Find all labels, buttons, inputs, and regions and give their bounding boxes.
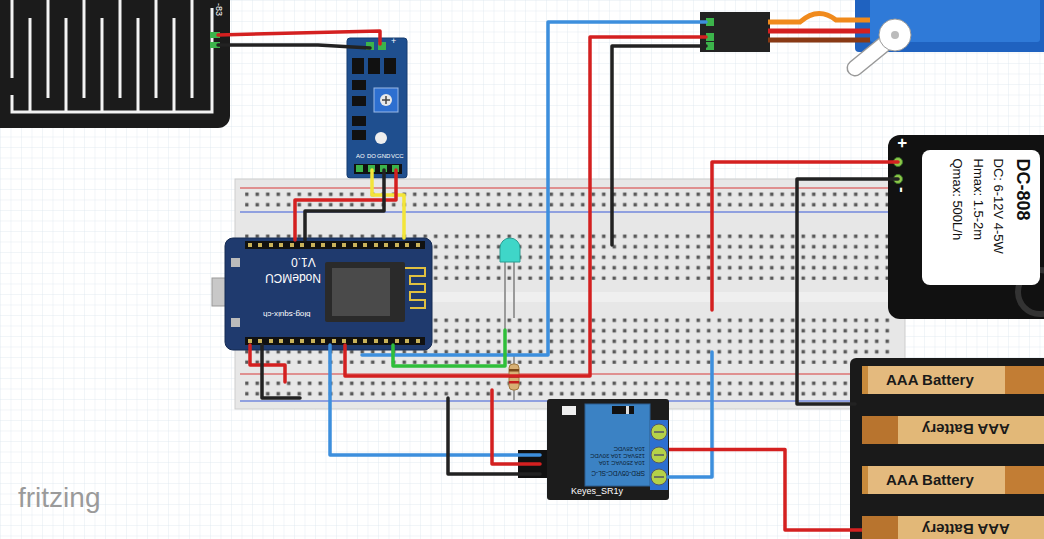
- pin-label: DO: [367, 153, 376, 160]
- battery-label: AAA Battery: [922, 421, 1010, 438]
- pump-label-panel: DC-808DC: 6-12V 4-5W Hmax: 1.5-2mQmax: 50…: [922, 150, 1040, 285]
- battery-cell: AAA Battery: [862, 366, 1044, 394]
- battery-cell: AAA Battery: [862, 466, 1044, 494]
- relay-text-block: SRD-05VDC-SL-C 10A 250VAC 10A 125VAC 10A …: [587, 409, 647, 479]
- wire-connector: [669, 450, 862, 531]
- spec-line: DC: 6-12V 4-5W: [990, 158, 1006, 253]
- relay-module: SRD-05VDC-SL-C 10A 250VAC 10A 125VAC 10A …: [547, 399, 669, 500]
- battery-cell: AAA Battery: [862, 516, 1044, 539]
- terminal-sign: -: [892, 187, 912, 193]
- model-name: DC-808: [1010, 158, 1032, 220]
- board-name: NodeMCU: [265, 270, 321, 284]
- battery-label: AAA Battery: [886, 471, 974, 488]
- terminal-sign: +: [892, 138, 912, 148]
- battery-label: AAA Battery: [922, 521, 1010, 538]
- nodemcu-board: V1.0NodeMCU blog-squix-ch: [225, 238, 432, 350]
- rotated-spec-block: DC-808DC: 6-12V 4-5W Hmax: 1.5-2mQmax: 50…: [922, 150, 1040, 285]
- pin-label: +: [391, 36, 396, 46]
- module-name: Keyes_SR1y: [571, 486, 623, 496]
- pin-label: VCC: [391, 153, 404, 160]
- maker-label: blog-squix-ch: [263, 310, 311, 319]
- pin-label: GND: [377, 153, 390, 160]
- pin-label: AO: [356, 153, 365, 160]
- relay-rating: 10A 250VAC 10A 125VAC 10A 30VDC 10A 28VD…: [589, 445, 645, 467]
- part-number: -83: [214, 3, 224, 16]
- spec-line: Qmax: 500L/h: [949, 158, 965, 240]
- version-label: V1.0: [291, 254, 316, 268]
- battery-cell: AAA Battery: [862, 416, 1044, 444]
- relay-model: SRD-05VDC-SL-C: [589, 469, 645, 477]
- battery-label: AAA Battery: [886, 371, 974, 388]
- watermark: fritzing: [18, 482, 100, 514]
- spec-line: Hmax: 1.5-2m: [969, 158, 985, 240]
